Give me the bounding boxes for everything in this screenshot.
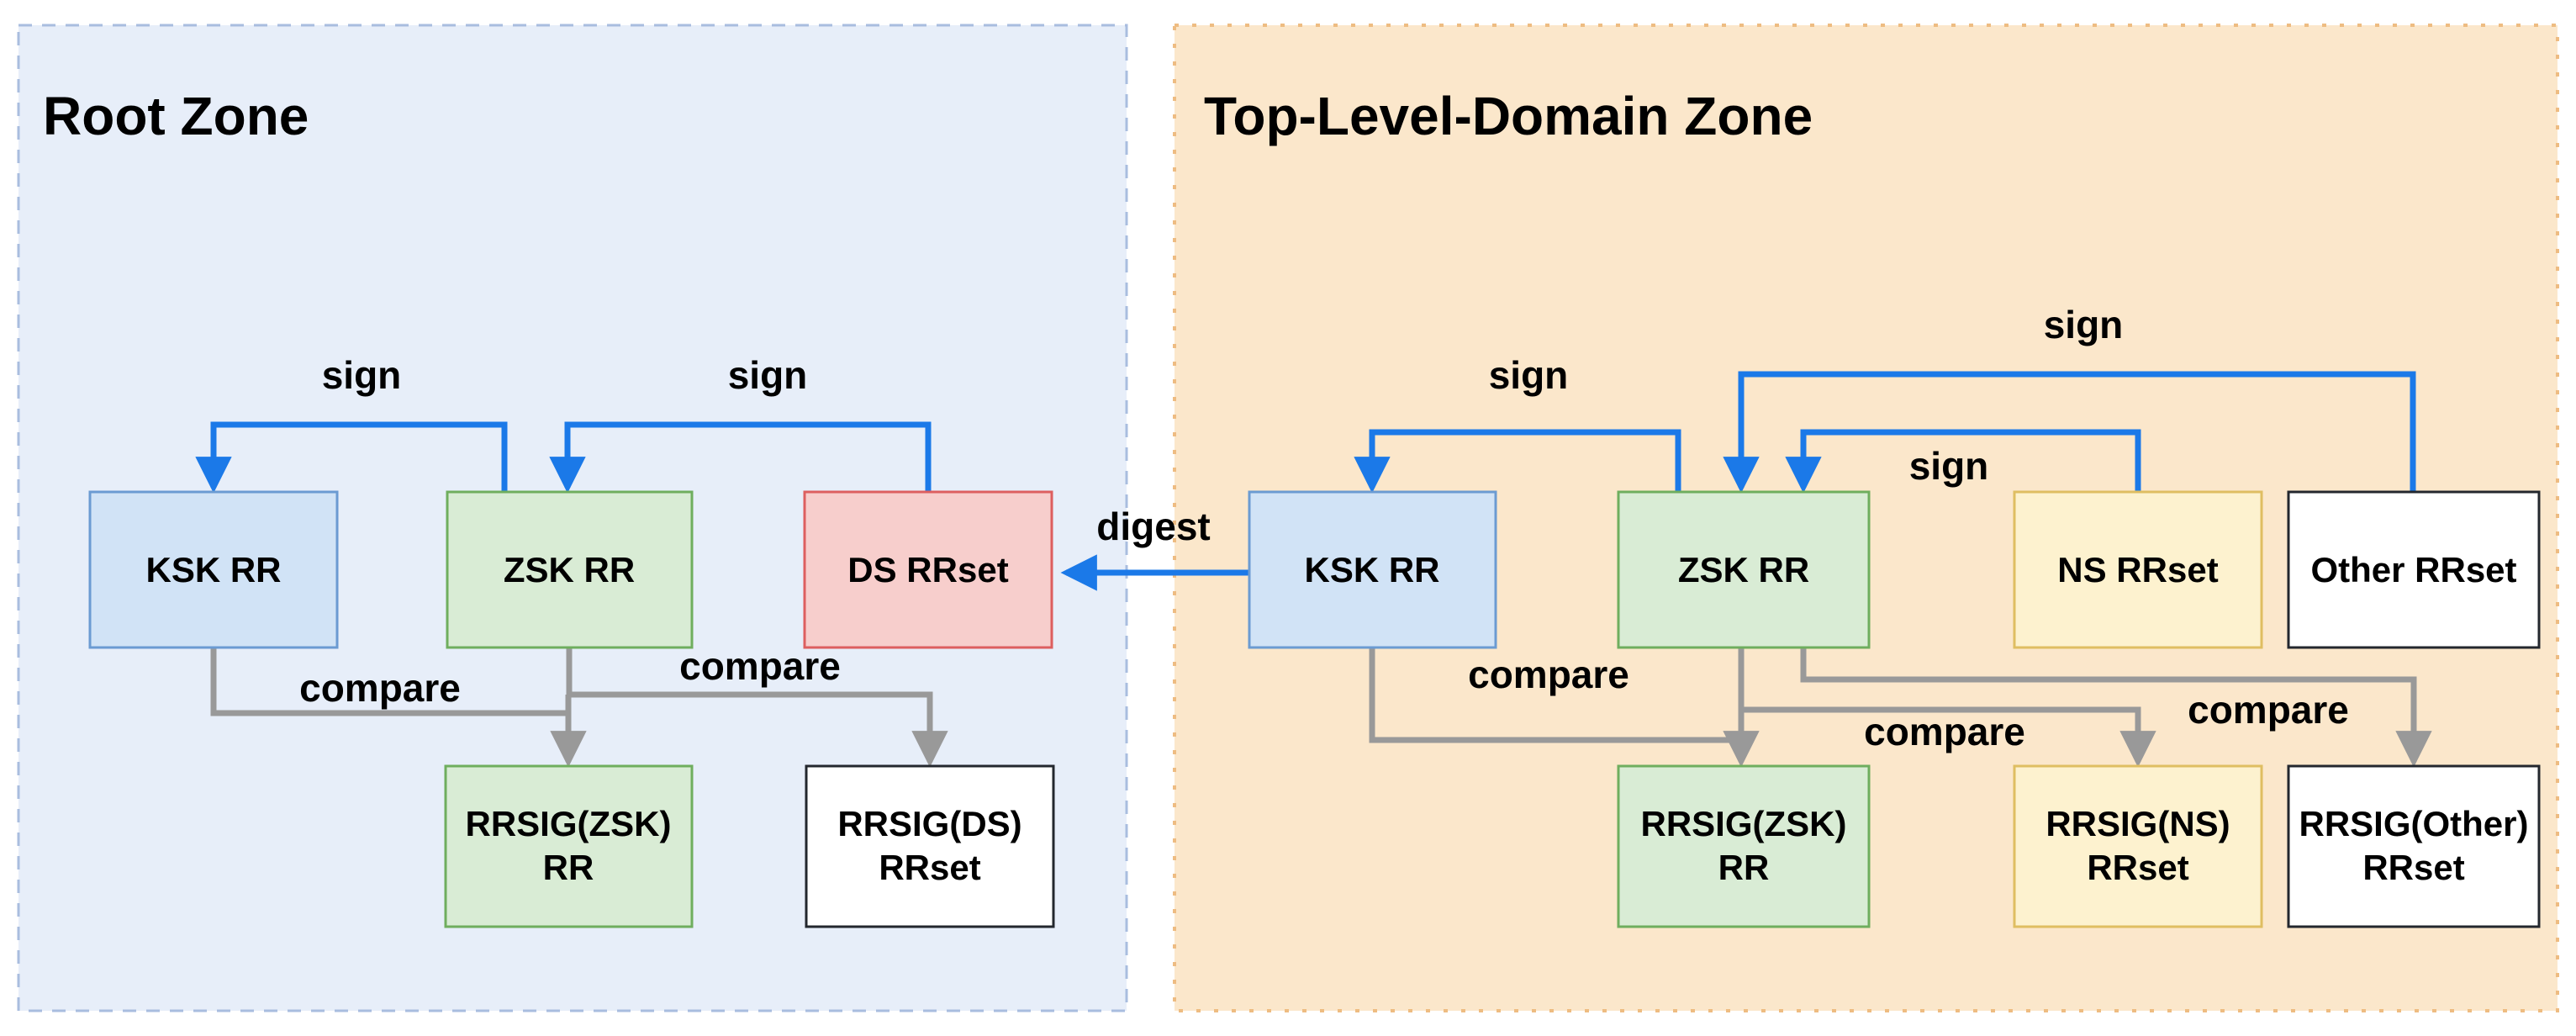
sign-arrow-root-zsk-to-ksk <box>195 421 508 494</box>
sign-label-root-left: sign <box>322 353 402 397</box>
tld-rrsig-ns-label-line1: RRSIG(NS) <box>2045 804 2230 843</box>
tld-other-rrset-box <box>2287 490 2541 649</box>
compare-label-root-right: compare <box>679 644 841 688</box>
tld-rrsig-other-label-line2: RRset <box>2362 848 2464 887</box>
node-root-zsk-rr: ZSK RR <box>446 490 694 649</box>
sign-arrow-tld-other-to-zsk <box>1723 371 2416 494</box>
tld-rrsig-zsk-label-line2: RR <box>1718 848 1770 887</box>
digest-label: digest <box>1096 505 1210 548</box>
root-ksk-rr-label: KSK RR <box>145 550 281 589</box>
compare-label-tld-right: compare <box>2188 688 2349 732</box>
tld-zone-title: Top-Level-Domain Zone <box>1204 86 1813 146</box>
sign-arrow-tld-ns-to-zsk <box>1785 429 2141 494</box>
tld-other-rrset-label: Other RRset <box>2310 550 2516 589</box>
sign-label-tld-ksk: sign <box>1489 353 1569 397</box>
compare-arrow-root-ksk-to-rrsig-zsk <box>210 648 587 768</box>
root-rrsig-zsk-label-line2: RR <box>543 848 594 887</box>
root-zsk-rr-box <box>446 490 694 649</box>
root-rrsig-zsk-label-line1: RRSIG(ZSK) <box>466 804 672 843</box>
tld-zsk-rr-label: ZSK RR <box>1678 550 1809 589</box>
root-ds-rrset-box <box>803 490 1053 649</box>
node-root-rrsig-zsk-rr: RRSIG(ZSK) RR <box>444 764 694 928</box>
node-tld-other-rrset: Other RRset <box>2287 490 2541 649</box>
node-tld-rrsig-zsk-rr: RRSIG(ZSK) RR <box>1617 764 1871 928</box>
node-tld-ksk-rr: KSK RR <box>1248 490 1497 649</box>
node-tld-zsk-rr: ZSK RR <box>1617 490 1871 649</box>
root-rrsig-ds-box <box>805 764 1055 928</box>
tld-rrsig-zsk-box <box>1617 764 1871 928</box>
sign-label-tld-ns: sign <box>1909 444 1989 488</box>
node-tld-rrsig-other-rrset: RRSIG(Other) RRset <box>2287 764 2541 928</box>
sign-arrow-tld-zsk-to-ksk <box>1354 429 1681 494</box>
node-tld-ns-rrset: NS RRset <box>2013 490 2263 649</box>
root-rrsig-zsk-box <box>444 764 694 928</box>
tld-ksk-rr-label: KSK RR <box>1304 550 1439 589</box>
compare-arrow-tld-zsk-to-rrsig-ns <box>1738 648 2156 768</box>
sign-label-tld-other: sign <box>2044 303 2124 346</box>
root-zsk-rr-label: ZSK RR <box>504 550 635 589</box>
tld-zsk-rr-box <box>1617 490 1871 649</box>
root-zone-title: Root Zone <box>43 86 309 146</box>
tld-rrsig-other-box <box>2287 764 2541 928</box>
compare-arrow-tld-ksk-to-rrsig-zsk <box>1369 648 1760 768</box>
root-ds-rrset-label: DS RRset <box>847 550 1008 589</box>
node-root-ds-rrset: DS RRset <box>803 490 1053 649</box>
sign-arrow-root-ds-to-zsk <box>549 421 932 494</box>
root-ksk-rr-box <box>88 490 339 649</box>
compare-label-root-left: compare <box>299 666 461 710</box>
node-root-rrsig-ds-rrset: RRSIG(DS) RRset <box>805 764 1055 928</box>
root-rrsig-ds-label-line2: RRset <box>879 848 980 887</box>
tld-rrsig-ns-box <box>2013 764 2263 928</box>
tld-ns-rrset-label: NS RRset <box>2057 550 2218 589</box>
compare-arrow-tld-zsk-to-rrsig-other <box>1800 648 2432 768</box>
sign-label-root-right: sign <box>728 353 808 397</box>
node-tld-rrsig-ns-rrset: RRSIG(NS) RRset <box>2013 764 2263 928</box>
tld-rrsig-zsk-label-line1: RRSIG(ZSK) <box>1641 804 1847 843</box>
node-root-ksk-rr: KSK RR <box>88 490 339 649</box>
compare-label-tld-left: compare <box>1468 653 1629 696</box>
root-rrsig-ds-label-line1: RRSIG(DS) <box>837 804 1021 843</box>
tld-ns-rrset-box <box>2013 490 2263 649</box>
tld-ksk-rr-box <box>1248 490 1497 649</box>
compare-arrow-root-zsk-to-rrsig-ds <box>566 648 948 768</box>
tld-rrsig-ns-label-line2: RRset <box>2087 848 2188 887</box>
tld-rrsig-other-label-line1: RRSIG(Other) <box>2299 804 2529 843</box>
compare-label-tld-middle: compare <box>1864 710 2025 753</box>
